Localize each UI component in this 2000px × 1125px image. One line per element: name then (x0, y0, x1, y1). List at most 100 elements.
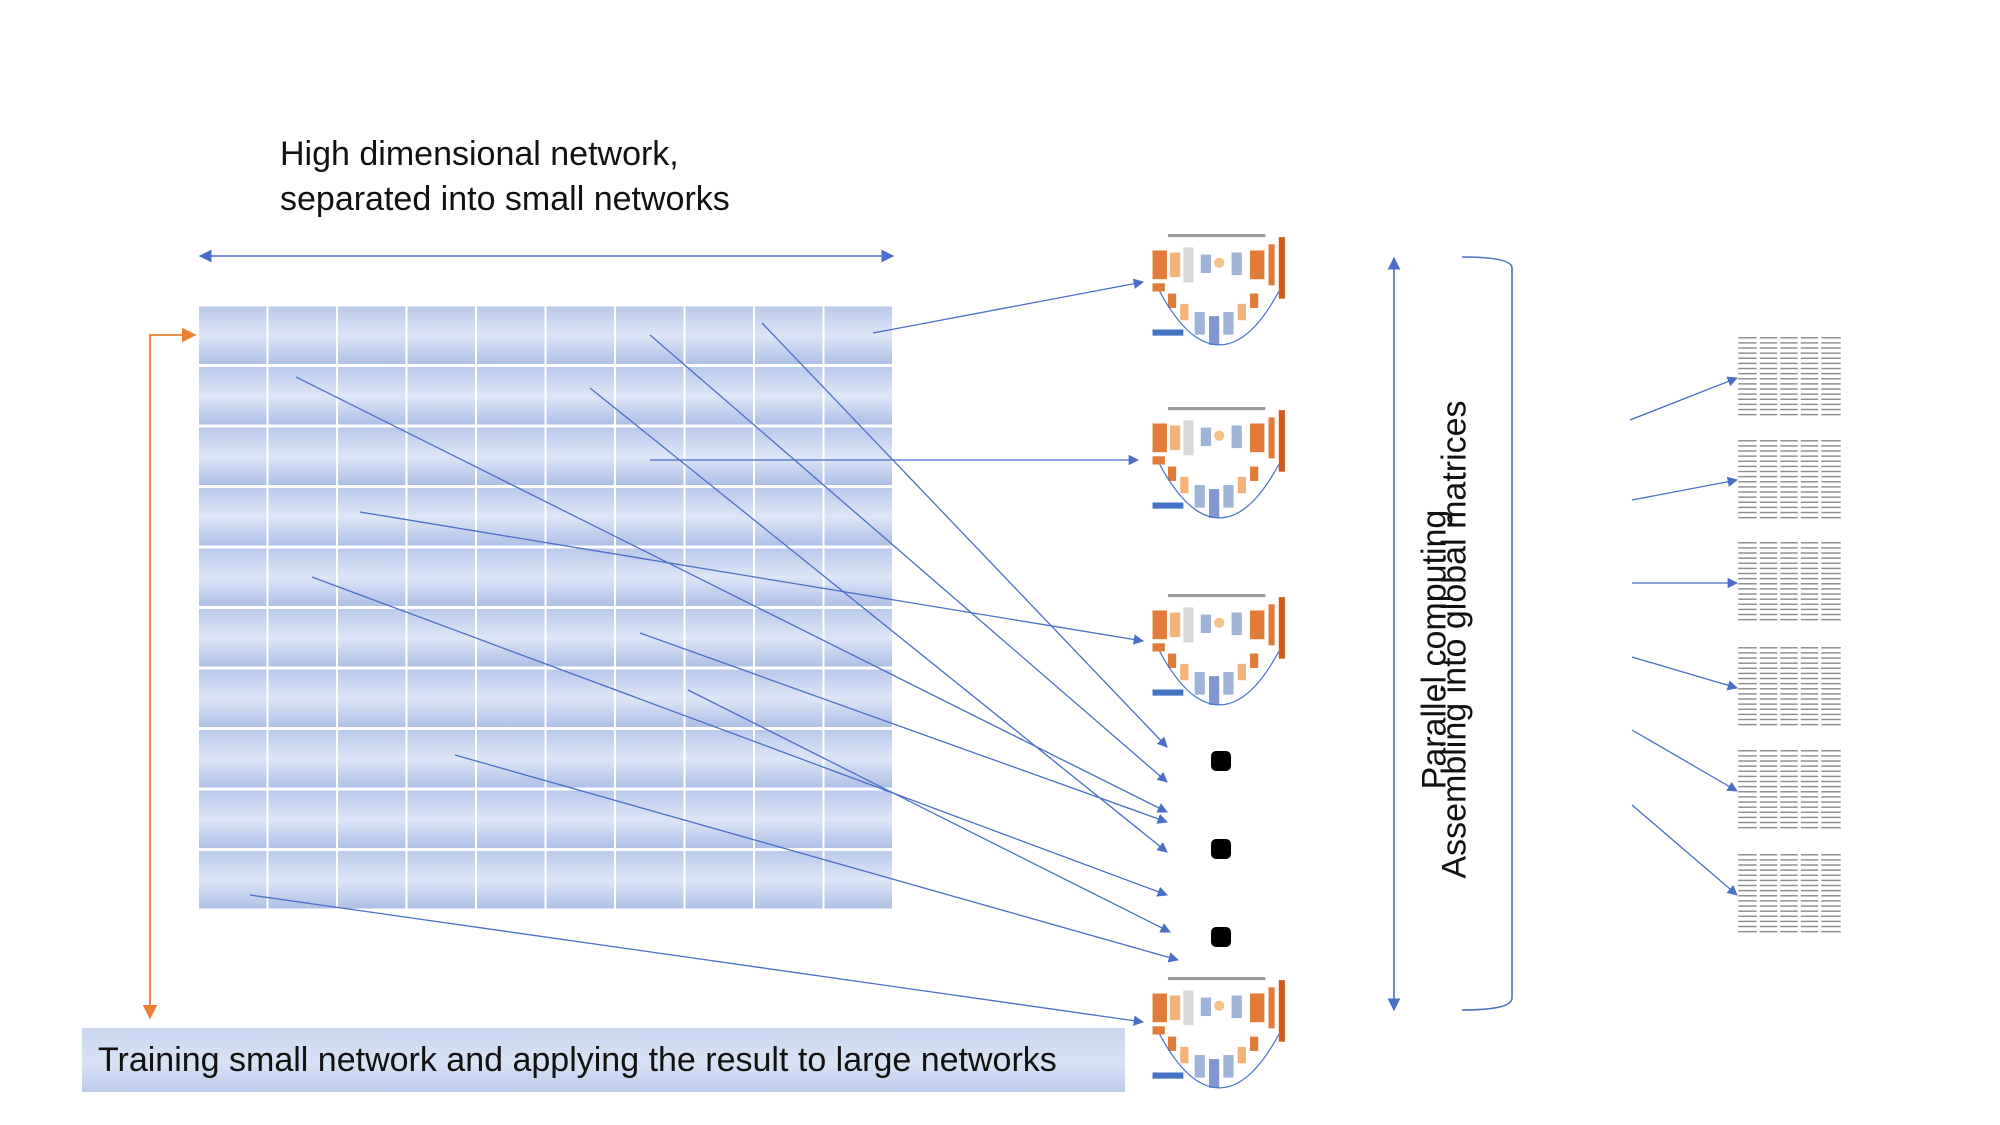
flow-arrow (639, 632, 1168, 824)
grid-cell (268, 548, 336, 606)
orange-bracket-arrow (142, 327, 197, 1020)
title-line-2: separated into small networks (280, 180, 730, 218)
flow-arrow (249, 894, 1145, 1026)
grid-cell (338, 488, 406, 546)
grid-cell (268, 669, 336, 727)
grid-cell (268, 790, 336, 848)
flow-arrow (687, 689, 1171, 933)
grid-cell (199, 488, 267, 546)
grid-cell (616, 367, 684, 425)
flow-arrow (359, 511, 1145, 645)
grid-cell (685, 488, 753, 546)
grid-cell (199, 790, 267, 848)
flow-arrow (311, 576, 1168, 897)
grid-cell (546, 851, 614, 909)
grid-cell (755, 851, 823, 909)
grid-cell (477, 306, 545, 364)
grid-cell (199, 427, 267, 485)
grid-cell (546, 306, 614, 364)
grid-cell (477, 488, 545, 546)
matrix-thumbnail (1738, 645, 1841, 727)
grid-cell (824, 669, 892, 727)
grid-cell (268, 488, 336, 546)
grid-cell (407, 306, 475, 364)
grid-cell (407, 488, 475, 546)
grid-cell (616, 488, 684, 546)
grid-cell (477, 790, 545, 848)
small-networks (1151, 233, 1286, 1089)
grid-cell (616, 730, 684, 788)
grid-cell (546, 669, 614, 727)
grid-cell (407, 851, 475, 909)
grid-cell (199, 548, 267, 606)
ellipsis-dot (1211, 927, 1231, 947)
grid-cell (268, 306, 336, 364)
grid-cell (546, 730, 614, 788)
network-thumbnail (1151, 593, 1286, 706)
grid-cell (616, 548, 684, 606)
grid-cell (338, 548, 406, 606)
grid-cell (199, 669, 267, 727)
grid-cell (755, 548, 823, 606)
flow-arrow (295, 376, 1168, 813)
grid-cell (407, 367, 475, 425)
training-banner: Training small network and applying the … (82, 1028, 1125, 1092)
grid-cell (685, 306, 753, 364)
diagram-title: High dimensional network, separated into… (280, 132, 730, 222)
grid-cell (407, 790, 475, 848)
grid-cell (338, 790, 406, 848)
grid-cell (477, 730, 545, 788)
grid-cell (407, 609, 475, 667)
grid-cell (546, 427, 614, 485)
grid-cell (338, 427, 406, 485)
grid-cell (268, 427, 336, 485)
assemble-arrow (1631, 656, 1738, 691)
grid-cell (199, 730, 267, 788)
grid-cell (338, 367, 406, 425)
grid-cell (477, 427, 545, 485)
grid-cell (685, 851, 753, 909)
grid-cell (338, 730, 406, 788)
assemble-arrow (1631, 476, 1739, 501)
grid-cell (755, 669, 823, 727)
grid-cell (685, 790, 753, 848)
grid-cell (685, 427, 753, 485)
flow-arrow (761, 322, 1168, 748)
grid-cell (824, 367, 892, 425)
grid-cell (477, 367, 545, 425)
grid-cell (755, 730, 823, 788)
grid-cell (755, 306, 823, 364)
grid-cell (685, 609, 753, 667)
flow-lines (249, 278, 1180, 1026)
network-thumbnail (1151, 976, 1286, 1089)
grid-cell (824, 488, 892, 546)
grid-cell (824, 548, 892, 606)
flow-arrow (649, 334, 1168, 783)
grid-cell (685, 730, 753, 788)
ellipsis-dot (1211, 751, 1231, 771)
grid-cell (755, 609, 823, 667)
grid-cell (338, 306, 406, 364)
grid-cell (199, 306, 267, 364)
grid-cell (407, 730, 475, 788)
grid-cell (824, 609, 892, 667)
assemble-arrow (1631, 729, 1738, 792)
grid-cell (546, 790, 614, 848)
grid-cell (616, 851, 684, 909)
grid-cell (199, 851, 267, 909)
assemble-arrow (1629, 376, 1738, 421)
right-brace (1461, 256, 1513, 1011)
flow-arrow (454, 754, 1180, 963)
grid-cell (477, 609, 545, 667)
grid-cell (546, 548, 614, 606)
flow-arrow (589, 387, 1168, 853)
grid-cell (824, 306, 892, 364)
matrix-thumbnail (1738, 748, 1841, 830)
assembling-label: Assembling into global matrices (1435, 400, 1474, 879)
grid-cell (268, 851, 336, 909)
grid-cell (546, 488, 614, 546)
grid-cell (546, 609, 614, 667)
network-thumbnail (1151, 406, 1286, 519)
grid-cell (407, 548, 475, 606)
